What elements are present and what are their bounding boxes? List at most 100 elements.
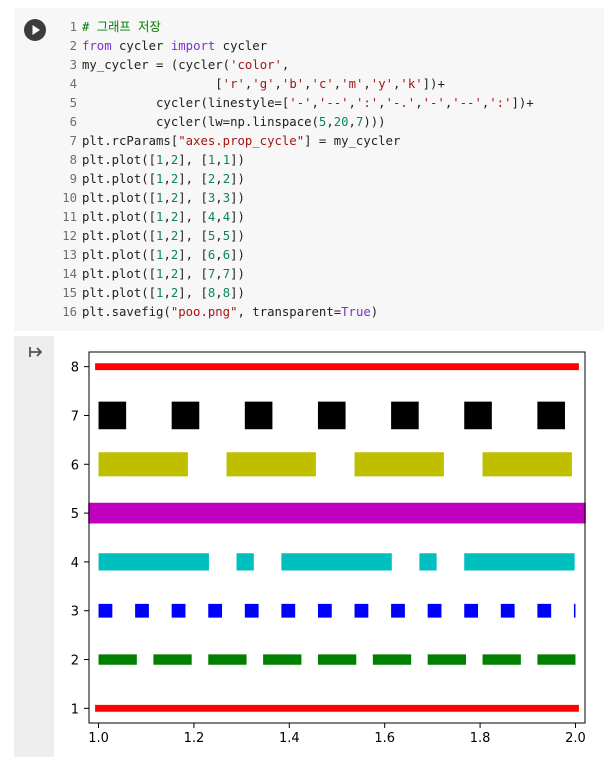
code-token: ))) <box>363 115 386 129</box>
x-tick-label: 1.2 <box>184 731 205 746</box>
y-tick-label: 6 <box>71 458 79 473</box>
line-number: 1 <box>69 20 77 34</box>
code-token: , <box>215 267 223 281</box>
code-token: plt.rcParams[ <box>82 134 179 148</box>
code-cell[interactable] <box>14 8 604 331</box>
code-text: plt.plot([1,2], [3,3]) <box>82 189 245 208</box>
code-token: 2 <box>207 172 216 186</box>
code-text: cycler(linestyle=['-','--',':','-.','-',… <box>82 94 534 113</box>
code-token: ]) <box>230 267 245 281</box>
code-token: ]) <box>230 248 245 262</box>
code-token: 'y' <box>370 77 394 91</box>
code-token: [ <box>82 77 223 91</box>
code-text: plt.plot([1,2], [4,4]) <box>82 208 245 227</box>
code-token: , <box>481 96 490 110</box>
code-token: , <box>281 58 290 72</box>
code-token: 'color' <box>230 58 282 72</box>
code-text: cycler(lw=np.linspace(5,20,7))) <box>82 113 386 132</box>
code-text: plt.plot([1,2], [1,1]) <box>82 151 245 170</box>
code-token: ], [ <box>178 172 208 186</box>
code-token: '-.' <box>385 96 416 110</box>
line-number: 12 <box>62 229 77 243</box>
code-token: ], [ <box>178 286 208 300</box>
code-token: , <box>163 286 171 300</box>
line-number: 4 <box>69 77 77 91</box>
code-token: from <box>82 39 112 53</box>
code-token: '--' <box>318 96 349 110</box>
code-token: 5 <box>207 229 216 243</box>
code-token: ], [ <box>178 153 208 167</box>
code-token: "axes.prop_cycle" <box>178 134 305 148</box>
run-cell-button[interactable] <box>24 19 46 41</box>
line-number: 3 <box>69 58 77 72</box>
code-token: , <box>163 210 171 224</box>
code-token: 8 <box>207 286 216 300</box>
code-token: , <box>348 115 356 129</box>
code-token: ])+ <box>511 96 534 110</box>
output-arrow-icon[interactable] <box>28 344 46 364</box>
code-token: 1 <box>156 248 164 262</box>
code-token: 'b' <box>281 77 305 91</box>
code-text: my_cycler = (cycler('color', <box>82 56 289 75</box>
code-token: 2 <box>170 229 179 243</box>
code-text: plt.plot([1,2], [6,6]) <box>82 246 245 265</box>
code-token: plt.plot([ <box>82 286 157 300</box>
code-token: plt.plot([ <box>82 229 157 243</box>
code-text: plt.plot([1,2], [7,7]) <box>82 265 245 284</box>
code-token: plt.plot([ <box>82 153 157 167</box>
code-token: 'm' <box>341 77 364 91</box>
code-text: ['r','g','b','c','m','y','k'])+ <box>82 75 445 94</box>
code-token: ], [ <box>178 229 208 243</box>
code-token: ]) <box>230 191 245 205</box>
code-token: 3 <box>207 191 216 205</box>
code-token: , <box>215 286 223 300</box>
code-text: from cycler import cycler <box>82 37 267 56</box>
code-text: plt.rcParams["axes.prop_cycle"] = my_cyc… <box>82 132 400 151</box>
code-token: , <box>244 77 253 91</box>
code-token: , <box>163 248 171 262</box>
line-number: 9 <box>69 172 77 186</box>
code-token: 2 <box>170 172 179 186</box>
code-token: 'k' <box>400 77 423 91</box>
code-token: ] = my_cycler <box>304 134 401 148</box>
code-text: # 그래프 저장 <box>82 18 161 37</box>
line-number: 15 <box>62 286 77 300</box>
code-token: plt.plot([ <box>82 248 157 262</box>
code-text: plt.savefig("poo.png", transparent=True) <box>82 303 378 322</box>
y-tick-label: 7 <box>71 409 79 424</box>
line-number: 13 <box>62 248 77 262</box>
code-token: , transparent= <box>237 305 342 319</box>
code-token: ], [ <box>178 191 208 205</box>
x-tick-label: 1.0 <box>88 731 109 746</box>
code-token: 6 <box>207 248 216 262</box>
y-tick-label: 4 <box>71 556 79 571</box>
code-token: , <box>215 210 223 224</box>
code-token: ':' <box>355 96 379 110</box>
code-token: , <box>378 96 386 110</box>
code-token: ]) <box>230 286 245 300</box>
x-tick-label: 1.6 <box>374 731 395 746</box>
code-token: , <box>215 153 223 167</box>
code-token: 1 <box>156 286 164 300</box>
code-token: 8 <box>222 286 231 300</box>
code-token: ], [ <box>178 267 208 281</box>
code-token: 1 <box>156 267 164 281</box>
code-token: , <box>163 172 171 186</box>
code-token: 1 <box>156 229 164 243</box>
code-text: plt.plot([1,2], [5,5]) <box>82 227 245 246</box>
code-token: '--' <box>452 96 482 110</box>
axes-frame <box>88 351 586 724</box>
output-gutter <box>14 336 54 757</box>
line-number: 14 <box>62 267 77 281</box>
line-number: 7 <box>69 134 77 148</box>
code-token: 2 <box>170 286 179 300</box>
code-token: , <box>333 77 342 91</box>
code-token: 2 <box>170 191 179 205</box>
code-token: cycler(linestyle=[ <box>82 96 290 110</box>
code-token: , <box>326 115 334 129</box>
code-token: 2 <box>222 172 231 186</box>
code-token: , <box>163 267 171 281</box>
code-token: ]) <box>230 172 245 186</box>
code-token: 'r' <box>222 77 245 91</box>
y-tick-label: 8 <box>71 361 79 376</box>
